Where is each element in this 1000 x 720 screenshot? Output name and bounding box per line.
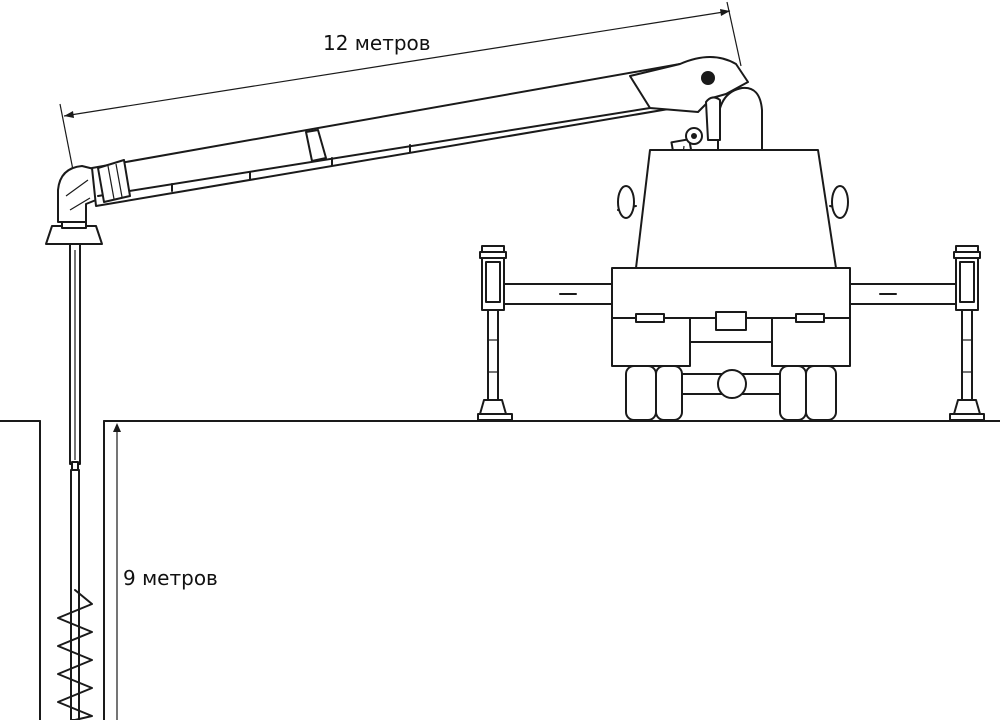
boom-edge-lower <box>97 107 651 197</box>
front-fascia <box>611 267 851 319</box>
bumper-right <box>771 317 851 367</box>
boom-section-main <box>91 63 699 207</box>
reach-dimension-line <box>63 10 731 117</box>
wheel-left-outer <box>625 365 657 421</box>
reach-arrow-right <box>720 9 730 16</box>
boom-tip <box>57 165 99 223</box>
wheel-left-inner <box>655 365 683 421</box>
depth-dimension: 9 метров <box>113 423 218 720</box>
outrigger-pad-left <box>477 413 513 421</box>
bumper-left <box>611 317 691 367</box>
depth-label: 9 метров <box>123 566 218 590</box>
crane-boom <box>91 56 749 207</box>
truck-front <box>611 267 851 367</box>
truck-cab <box>617 149 849 269</box>
boom-collar-1 <box>97 159 131 203</box>
outrigger-jack-left <box>487 309 499 401</box>
outrigger-pad-right <box>949 413 985 421</box>
number-plate <box>715 311 747 331</box>
drill-assembly <box>45 221 103 720</box>
wheel-right-outer <box>805 365 837 421</box>
boom-collar-2 <box>305 129 327 162</box>
reach-extension-right <box>726 1 742 67</box>
ground <box>0 420 1000 720</box>
outriggers <box>477 245 985 421</box>
reach-label: 12 метров <box>323 31 431 55</box>
reach-extension-left <box>59 103 74 171</box>
outrigger-beam-left <box>501 283 613 305</box>
reach-arrow-left <box>64 111 74 118</box>
outrigger-jack-right <box>961 309 973 401</box>
differential <box>717 369 747 399</box>
wheel-right-inner <box>779 365 807 421</box>
headlight-left <box>635 313 665 323</box>
depth-arrow-head <box>113 423 121 432</box>
mirror-right <box>831 185 849 219</box>
bar-joint <box>71 461 79 471</box>
reach-dimension: 12 метров <box>59 1 742 171</box>
wheels <box>625 365 837 421</box>
outrigger-beam-right <box>849 283 961 305</box>
cab-body <box>635 149 837 269</box>
boom-head-pin <box>701 71 715 85</box>
auger-flights <box>57 589 93 720</box>
mirror-left <box>617 185 635 219</box>
headlight-right <box>795 313 825 323</box>
auger-shaft <box>70 469 80 720</box>
